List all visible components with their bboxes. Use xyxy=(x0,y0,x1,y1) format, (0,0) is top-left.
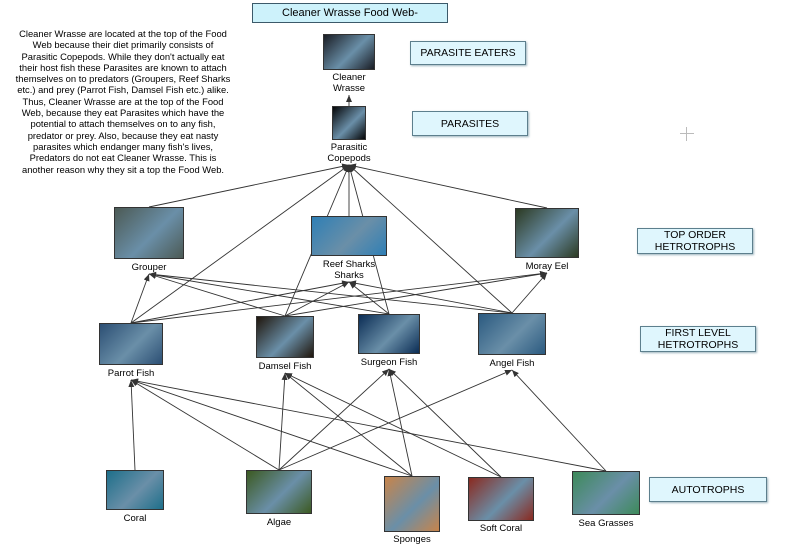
tier-autotrophs: AUTOTROPHS xyxy=(649,477,767,502)
arrow-algae-to-surgeon-fish xyxy=(278,368,390,471)
arrow-algae-to-damsel-fish xyxy=(278,372,288,471)
node-sponges: Sponges xyxy=(382,476,442,545)
node-algae: Algae xyxy=(245,470,313,528)
arrow-surgeon-fish-to-grouper xyxy=(148,272,390,315)
arrow-grouper-to-parasitic-copepods xyxy=(148,163,350,208)
angel-fish-image xyxy=(478,313,546,355)
tier-parasite-eaters: PARASITE EATERS xyxy=(410,41,526,65)
arrow-parrot-fish-to-moray-eel xyxy=(130,270,548,324)
node-moray-eel: Moray Eel xyxy=(512,208,582,272)
arrow-moray-eel-to-parasitic-copepods xyxy=(348,163,548,209)
surgeon-fish-image xyxy=(358,314,420,354)
tier-first-level-hetrotrophs: FIRST LEVEL HETROTROPHS xyxy=(640,326,756,352)
arrow-angel-fish-to-grouper xyxy=(148,271,513,314)
node-cleaner-wrasse: Cleaner Wrasse xyxy=(318,34,380,94)
node-soft-coral: Soft Coral xyxy=(466,477,536,534)
arrow-damsel-fish-to-grouper xyxy=(148,273,286,317)
node-reef-sharks: Reef Sharks Sharks xyxy=(309,216,389,281)
arrow-algae-to-parrot-fish xyxy=(130,379,280,471)
node-grouper: Grouper xyxy=(112,207,186,273)
reef-sharks-label: Reef Sharks Sharks xyxy=(322,259,376,281)
parasitic-copepods-label: Parasitic Copepods xyxy=(327,142,371,164)
surgeon-fish-label: Surgeon Fish xyxy=(360,357,418,368)
arrow-coral-to-parrot-fish xyxy=(128,379,136,471)
arrow-sponges-to-damsel-fish xyxy=(284,372,413,477)
node-surgeon-fish: Surgeon Fish xyxy=(356,314,422,368)
sea-grasses-label: Sea Grasses xyxy=(578,518,634,529)
arrow-parrot-fish-to-grouper xyxy=(130,273,150,324)
algae-label: Algae xyxy=(266,517,292,528)
description-text: Cleaner Wrasse are located at the top of… xyxy=(15,28,231,175)
node-parasitic-copepods: Parasitic Copepods xyxy=(314,106,384,164)
sponges-label: Sponges xyxy=(393,534,431,545)
tier-parasites: PARASITES xyxy=(412,111,528,136)
arrow-parrot-fish-to-parasitic-copepods xyxy=(130,164,350,324)
arrow-sponges-to-parrot-fish xyxy=(130,379,413,477)
crosshair-cursor-icon xyxy=(680,127,694,141)
moray-eel-image xyxy=(515,208,579,258)
coral-label: Coral xyxy=(123,513,147,524)
cleaner-wrasse-label: Cleaner Wrasse xyxy=(332,72,366,94)
node-coral: Coral xyxy=(105,470,165,524)
reef-sharks-image xyxy=(311,216,387,256)
grouper-image xyxy=(114,207,184,259)
moray-eel-label: Moray Eel xyxy=(525,261,569,272)
arrow-soft-coral-to-damsel-fish xyxy=(284,372,502,478)
arrow-angel-fish-to-reef-sharks xyxy=(348,280,513,314)
damsel-fish-label: Damsel Fish xyxy=(258,361,312,372)
tier-top-order-hetrotrophs: TOP ORDER HETROTROPHS xyxy=(637,228,753,254)
arrow-algae-to-angel-fish xyxy=(278,369,513,471)
parasitic-copepods-image xyxy=(332,106,366,140)
node-parrot-fish: Parrot Fish xyxy=(98,323,164,379)
grouper-label: Grouper xyxy=(131,262,167,273)
parrot-fish-label: Parrot Fish xyxy=(107,368,155,379)
node-sea-grasses: Sea Grasses xyxy=(570,471,642,529)
node-damsel-fish: Damsel Fish xyxy=(252,316,318,372)
damsel-fish-image xyxy=(256,316,314,358)
angel-fish-label: Angel Fish xyxy=(489,358,535,369)
arrow-angel-fish-to-moray-eel xyxy=(511,272,548,314)
coral-image xyxy=(106,470,164,510)
sea-grasses-image xyxy=(572,471,640,515)
soft-coral-label: Soft Coral xyxy=(479,523,523,534)
arrow-damsel-fish-to-reef-sharks xyxy=(284,281,350,317)
algae-image xyxy=(246,470,312,514)
arrow-sea-grasses-to-parrot-fish xyxy=(130,378,607,472)
parrot-fish-image xyxy=(99,323,163,365)
diagram-title: Cleaner Wrasse Food Web- xyxy=(252,3,448,23)
arrow-soft-coral-to-surgeon-fish xyxy=(388,368,502,478)
arrow-sea-grasses-to-angel-fish xyxy=(511,369,607,472)
arrow-angel-fish-to-parasitic-copepods xyxy=(348,164,513,314)
arrow-sponges-to-surgeon-fish xyxy=(387,368,413,477)
node-angel-fish: Angel Fish xyxy=(476,313,548,369)
cleaner-wrasse-image xyxy=(323,34,375,70)
sponges-image xyxy=(384,476,440,532)
soft-coral-image xyxy=(468,477,534,521)
